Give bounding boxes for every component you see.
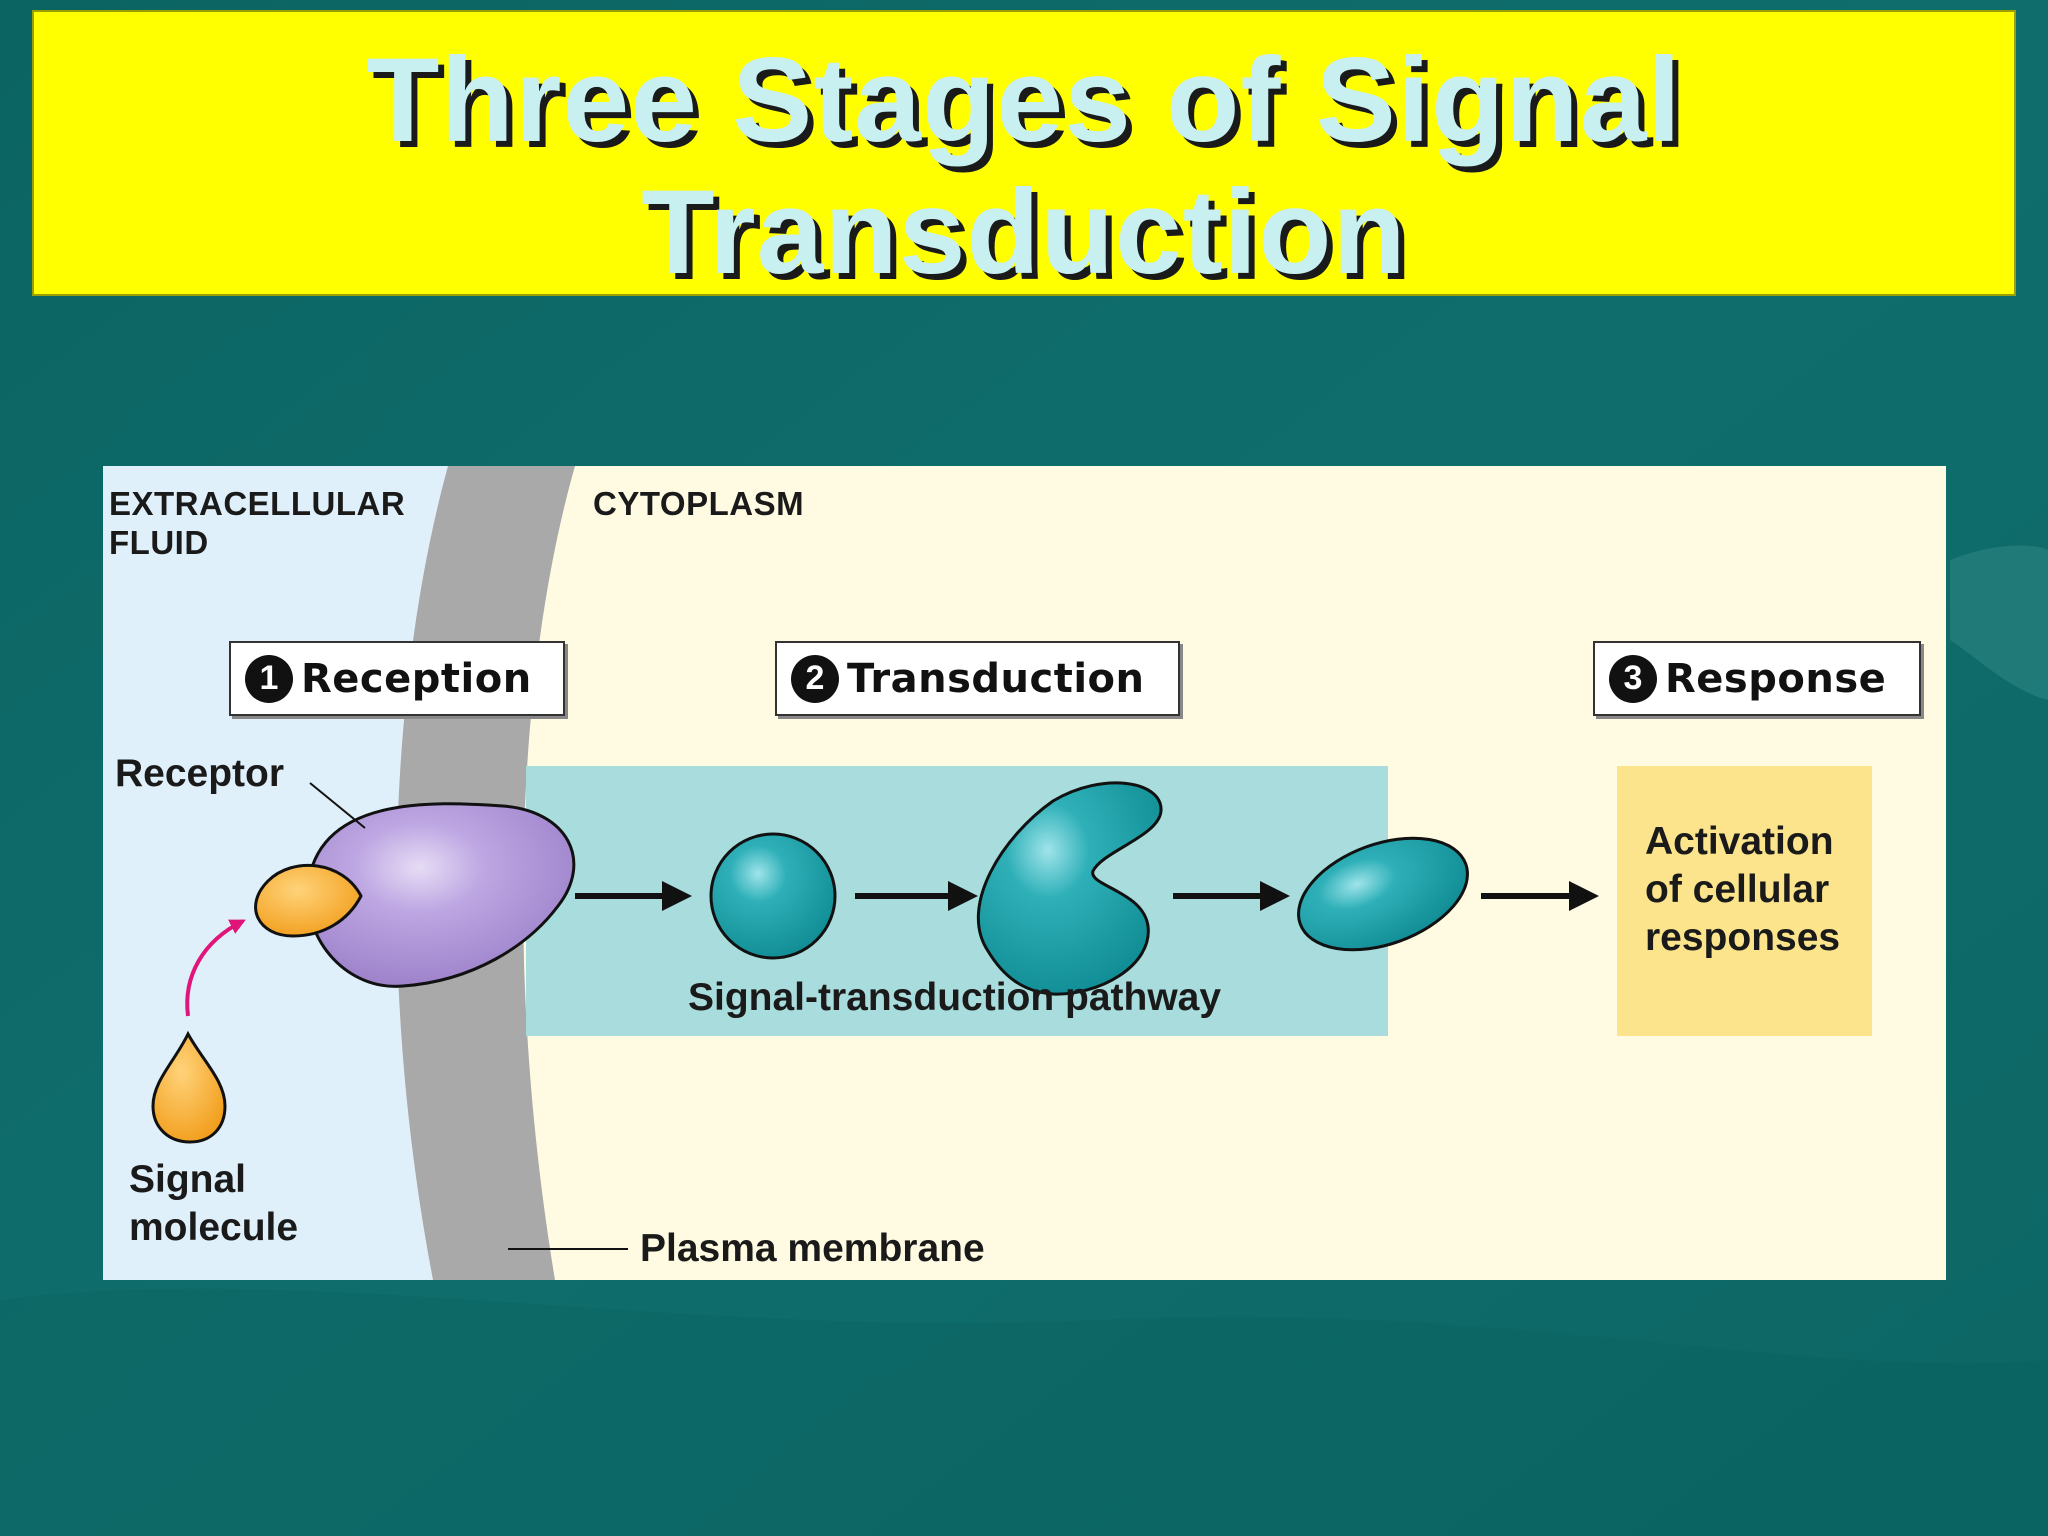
- bound-signal-molecule: [254, 863, 363, 938]
- stage-reception-label: Reception: [301, 655, 532, 702]
- pathway-label: Signal-transduction pathway: [688, 976, 1222, 1019]
- signal-molecule-label: Signal molecule: [129, 1156, 298, 1252]
- receptor-label: Receptor: [115, 752, 285, 795]
- stage-number-badge: 1: [245, 654, 293, 703]
- stage-reception-box: 1 Reception: [229, 641, 565, 716]
- relay-protein-1: [709, 832, 837, 960]
- receptor-pointer: [309, 782, 366, 829]
- extracellular-label-line2: FLUID: [109, 524, 209, 561]
- stage-response-box: 3 Response: [1593, 641, 1921, 716]
- stage-transduction-label: Transduction: [847, 655, 1145, 702]
- stage-transduction-box: 2 Transduction: [775, 641, 1180, 716]
- plasma-membrane-label: Plasma membrane: [640, 1227, 985, 1270]
- receptor-shape: [306, 802, 576, 988]
- cytoplasm-label: CYTOPLASM: [593, 485, 805, 522]
- title-banner: Three Stages of Signal Transduction: [32, 10, 2016, 298]
- stage-number-badge: 3: [1609, 654, 1657, 703]
- stage-response-label: Response: [1665, 655, 1887, 702]
- slide-title-line1: Three Stages of Signal: [366, 33, 1682, 167]
- response-box: [1617, 766, 1872, 1036]
- response-label-line2: of cellular: [1645, 868, 1830, 911]
- slide-title: Three Stages of Signal Transduction: [34, 34, 2014, 298]
- response-label: Activation of cellular responses: [1645, 818, 1840, 962]
- response-label-line1: Activation: [1645, 820, 1834, 863]
- free-signal-molecule: [151, 1030, 227, 1144]
- stage-number-badge: 2: [791, 654, 839, 703]
- signal-transduction-diagram: EXTRACELLULAR FLUID CYTOPLASM 1 Receptio…: [103, 466, 1946, 1280]
- relay-protein-3: [1297, 836, 1469, 952]
- extracellular-fluid-label: EXTRACELLULAR FLUID: [109, 484, 405, 562]
- slide-title-line2: Transduction: [641, 165, 1407, 299]
- relay-protein-2: [976, 781, 1163, 996]
- response-label-line3: responses: [1645, 916, 1841, 959]
- binding-arrow: [185, 919, 246, 1017]
- signal-molecule-label-line2: molecule: [129, 1206, 299, 1249]
- extracellular-label-line1: EXTRACELLULAR: [109, 485, 406, 522]
- signal-molecule-label-line1: Signal: [129, 1158, 247, 1201]
